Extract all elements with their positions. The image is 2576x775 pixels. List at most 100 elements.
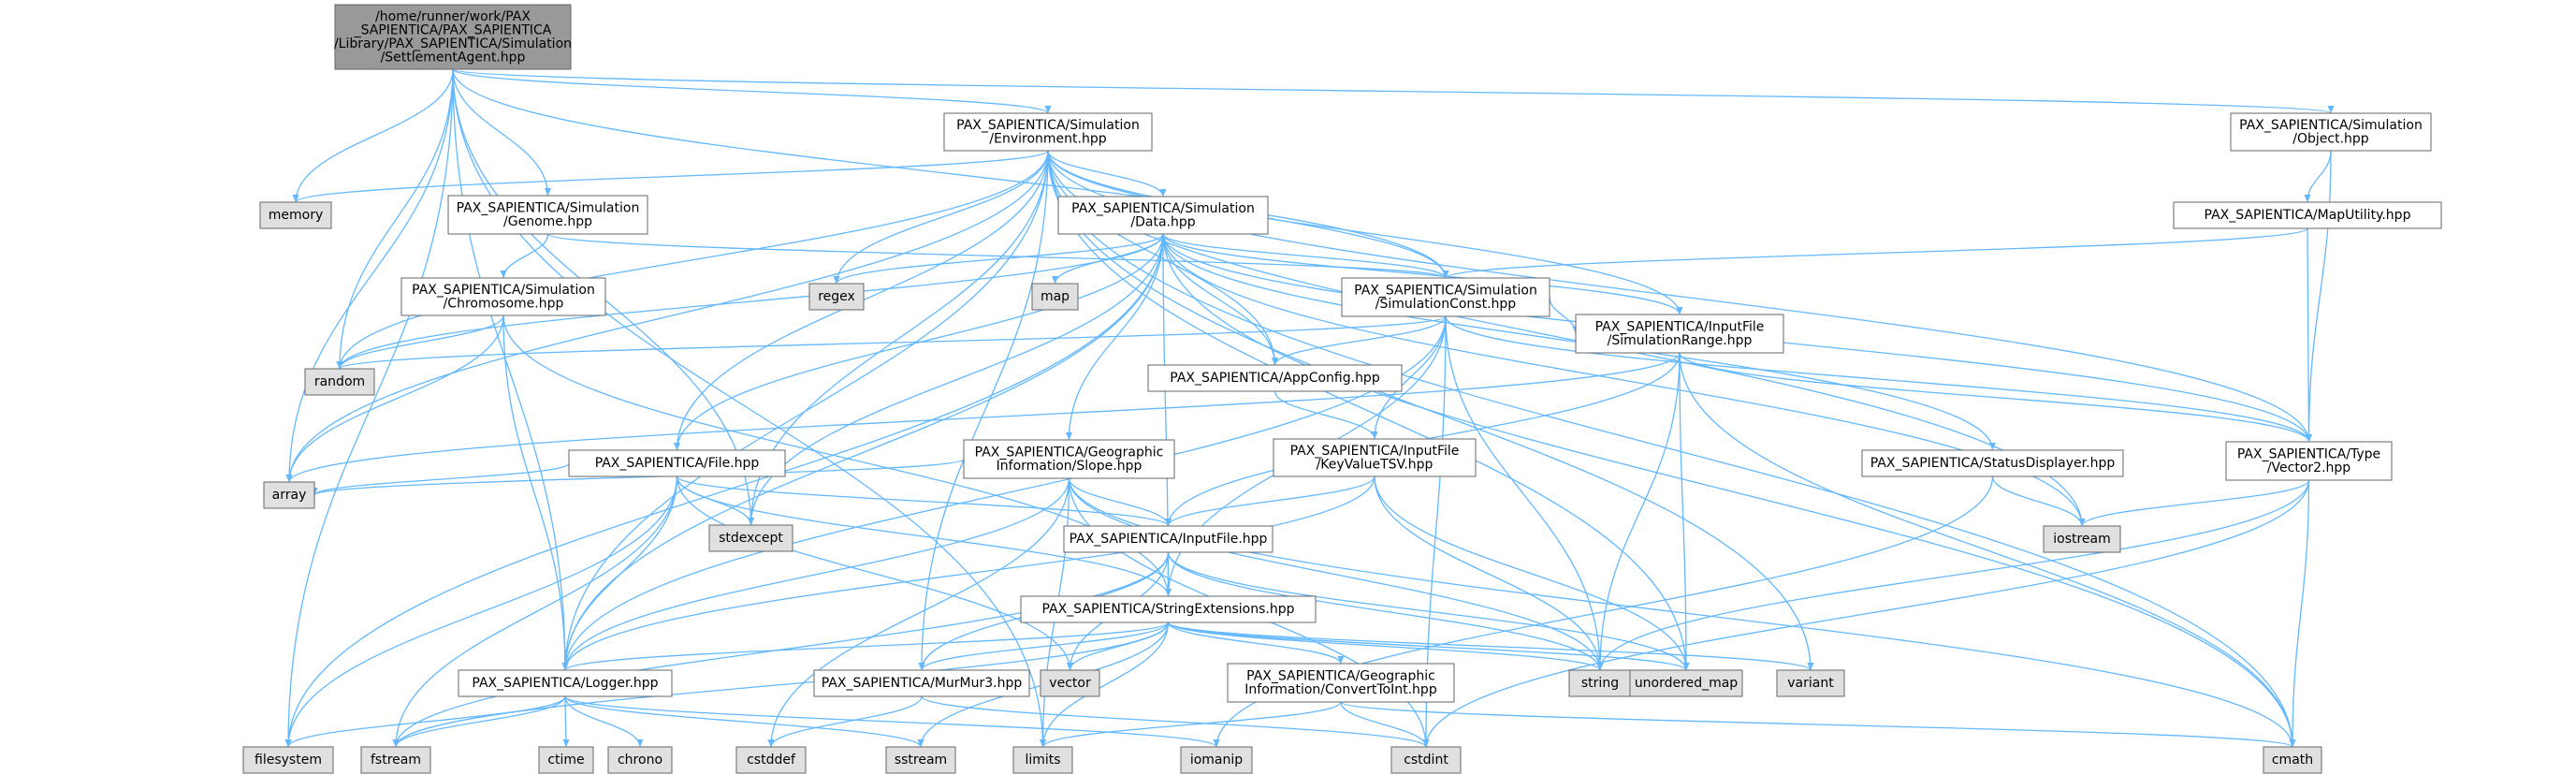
edge-convert-to-cmath (1340, 701, 2296, 748)
edge-simrange-to-array (285, 352, 1681, 483)
node-simconst[interactable]: PAX_SAPIENTICA/Simulation/SimulationCons… (1341, 277, 1550, 317)
node-sstream: sstream (885, 746, 956, 774)
edge-file-to-filesystem (284, 475, 678, 748)
node-strext-box (1020, 595, 1317, 623)
node-env[interactable]: PAX_SAPIENTICA/Simulation/Environment.hp… (943, 112, 1153, 152)
node-env-label-line: PAX_SAPIENTICA/Simulation (956, 118, 1140, 133)
edge-appconfig-to-keyvalue (1273, 390, 1378, 440)
node-stdexcept-box (708, 524, 793, 552)
edge-slope-to-array (311, 458, 965, 496)
node-filesystem-box (242, 746, 334, 774)
node-array: array (263, 481, 315, 509)
node-string: string (1568, 669, 1632, 697)
edge-data-to-cmath (1162, 233, 2296, 748)
node-random-label-line: random (314, 374, 365, 389)
edge-env-to-murmur (918, 150, 1049, 671)
node-array-box (263, 481, 315, 509)
node-obj[interactable]: PAX_SAPIENTICA/Simulation/Object.hpp (2230, 112, 2432, 152)
node-unordered_map: unordered_map (1629, 669, 1743, 697)
node-chromosome[interactable]: PAX_SAPIENTICA/Simulation/Chromosome.hpp (400, 277, 606, 316)
node-simrange[interactable]: PAX_SAPIENTICA/InputFile/SimulationRange… (1575, 314, 1784, 354)
node-simrange-box (1575, 314, 1784, 354)
edge-root-to-logger (452, 68, 569, 671)
node-map-box (1031, 283, 1079, 311)
edge-slope-to-cstddef (767, 477, 1070, 748)
node-filesystem: filesystem (242, 746, 334, 774)
edge-simconst-to-random (336, 315, 1447, 370)
edge-data-to-stdexcept (747, 233, 1164, 526)
node-slope[interactable]: PAX_SAPIENTICA/GeographicInformation/Slo… (963, 439, 1175, 479)
node-convert[interactable]: PAX_SAPIENTICA/GeographicInformation/Con… (1227, 663, 1455, 703)
node-memory-box (259, 201, 332, 229)
node-file-label-line: PAX_SAPIENTICA/File.hpp (595, 456, 760, 471)
node-variant-label-line: variant (1787, 676, 1834, 691)
node-appconfig[interactable]: PAX_SAPIENTICA/AppConfig.hpp (1147, 364, 1403, 392)
node-data[interactable]: PAX_SAPIENTICA/Simulation/Data.hpp (1057, 196, 1269, 235)
edge-statusdisp-to-iostream (1991, 475, 2086, 527)
node-string-label-line: string (1581, 676, 1619, 691)
node-murmur[interactable]: PAX_SAPIENTICA/MurMur3.hpp (813, 669, 1030, 697)
edge-env-to-array (285, 150, 1049, 483)
edge-root-to-memory (292, 68, 454, 203)
node-filesystem-label-line: filesystem (255, 753, 322, 768)
node-keyvalue[interactable]: PAX_SAPIENTICA/InputFile/KeyValueTSV.hpp (1273, 438, 1477, 477)
edge-env-to-memory (292, 150, 1049, 203)
node-iostream: iostream (2043, 525, 2121, 553)
node-sstream-label-line: sstream (895, 753, 947, 768)
node-root-box (334, 4, 572, 70)
node-root[interactable]: /home/runner/work/PAX_SAPIENTICA/PAX_SAP… (334, 4, 572, 70)
node-fstream-box (360, 746, 431, 774)
edge-data-to-filesystem (284, 233, 1164, 748)
node-maputil[interactable]: PAX_SAPIENTICA/MapUtility.hpp (2173, 201, 2442, 229)
node-vector-box (1040, 669, 1100, 697)
node-file[interactable]: PAX_SAPIENTICA/File.hpp (568, 449, 786, 477)
node-random-box (304, 368, 375, 396)
edge-file-to-stdexcept (676, 475, 755, 526)
edge-data-to-logger (561, 233, 1164, 671)
node-inputfile[interactable]: PAX_SAPIENTICA/InputFile.hpp (1063, 525, 1273, 553)
edge-slope-to-logger (561, 477, 1070, 671)
edge-obj-to-vector2 (2305, 150, 2332, 443)
node-vector-label-line: vector (1049, 676, 1091, 691)
node-statusdisp-label-line: PAX_SAPIENTICA/StatusDisplayer.hpp (1870, 456, 2116, 471)
node-vector2[interactable]: PAX_SAPIENTICA/Type/Vector2.hpp (2225, 441, 2393, 481)
edge-inputfile-to-unordered_map (1167, 551, 1690, 671)
node-iomanip: iomanip (1180, 746, 1253, 774)
edge-data-to-regex (833, 233, 1164, 285)
node-genome[interactable]: PAX_SAPIENTICA/Simulation/Genome.hpp (447, 195, 648, 235)
node-logger[interactable]: PAX_SAPIENTICA/Logger.hpp (458, 669, 673, 697)
node-env-box (943, 112, 1153, 152)
node-cmath-label-line: cmath (2272, 753, 2313, 768)
node-map-label-line: map (1041, 289, 1070, 304)
node-slope-box (963, 439, 1175, 479)
edge-convert-to-cstdint (1340, 701, 1430, 748)
node-cstddef-label-line: cstddef (747, 753, 796, 768)
node-stdexcept-label-line: stdexcept (719, 531, 783, 546)
node-unordered_map-box (1629, 669, 1743, 697)
node-chrono-box (607, 746, 673, 774)
node-root-label-line: _SAPIENTICA/PAX_SAPIENTICA (354, 22, 552, 37)
node-strext[interactable]: PAX_SAPIENTICA/StringExtensions.hpp (1020, 595, 1317, 623)
node-vector: vector (1040, 669, 1100, 697)
node-logger-label-line: PAX_SAPIENTICA/Logger.hpp (472, 676, 658, 691)
edge-logger-to-chrono (564, 695, 644, 748)
edge-maputil-to-vector2 (2305, 227, 2313, 443)
edge-chromosome-to-array (285, 314, 504, 483)
edge-env-to-cmath (1047, 150, 2296, 748)
edge-file-to-logger (561, 475, 678, 671)
node-fstream-label-line: fstream (371, 753, 421, 768)
node-statusdisp[interactable]: PAX_SAPIENTICA/StatusDisplayer.hpp (1861, 449, 2124, 477)
edge-root-to-random (336, 68, 454, 370)
node-keyvalue-box (1273, 438, 1477, 477)
edge-data-to-simrange (1162, 233, 1683, 315)
node-inputfile-label-line: PAX_SAPIENTICA/InputFile.hpp (1070, 532, 1268, 547)
edge-file-to-fstream (392, 475, 678, 748)
edge-strext-to-convert (1167, 621, 1345, 665)
edge-strext-to-variant (1167, 621, 1814, 671)
node-limits: limits (1012, 746, 1073, 774)
edge-root-to-env (452, 68, 1052, 114)
node-cstddef: cstddef (735, 746, 807, 774)
edge-root-to-simconst (452, 68, 1449, 279)
edge-env-to-unordered_map (1047, 150, 1690, 671)
